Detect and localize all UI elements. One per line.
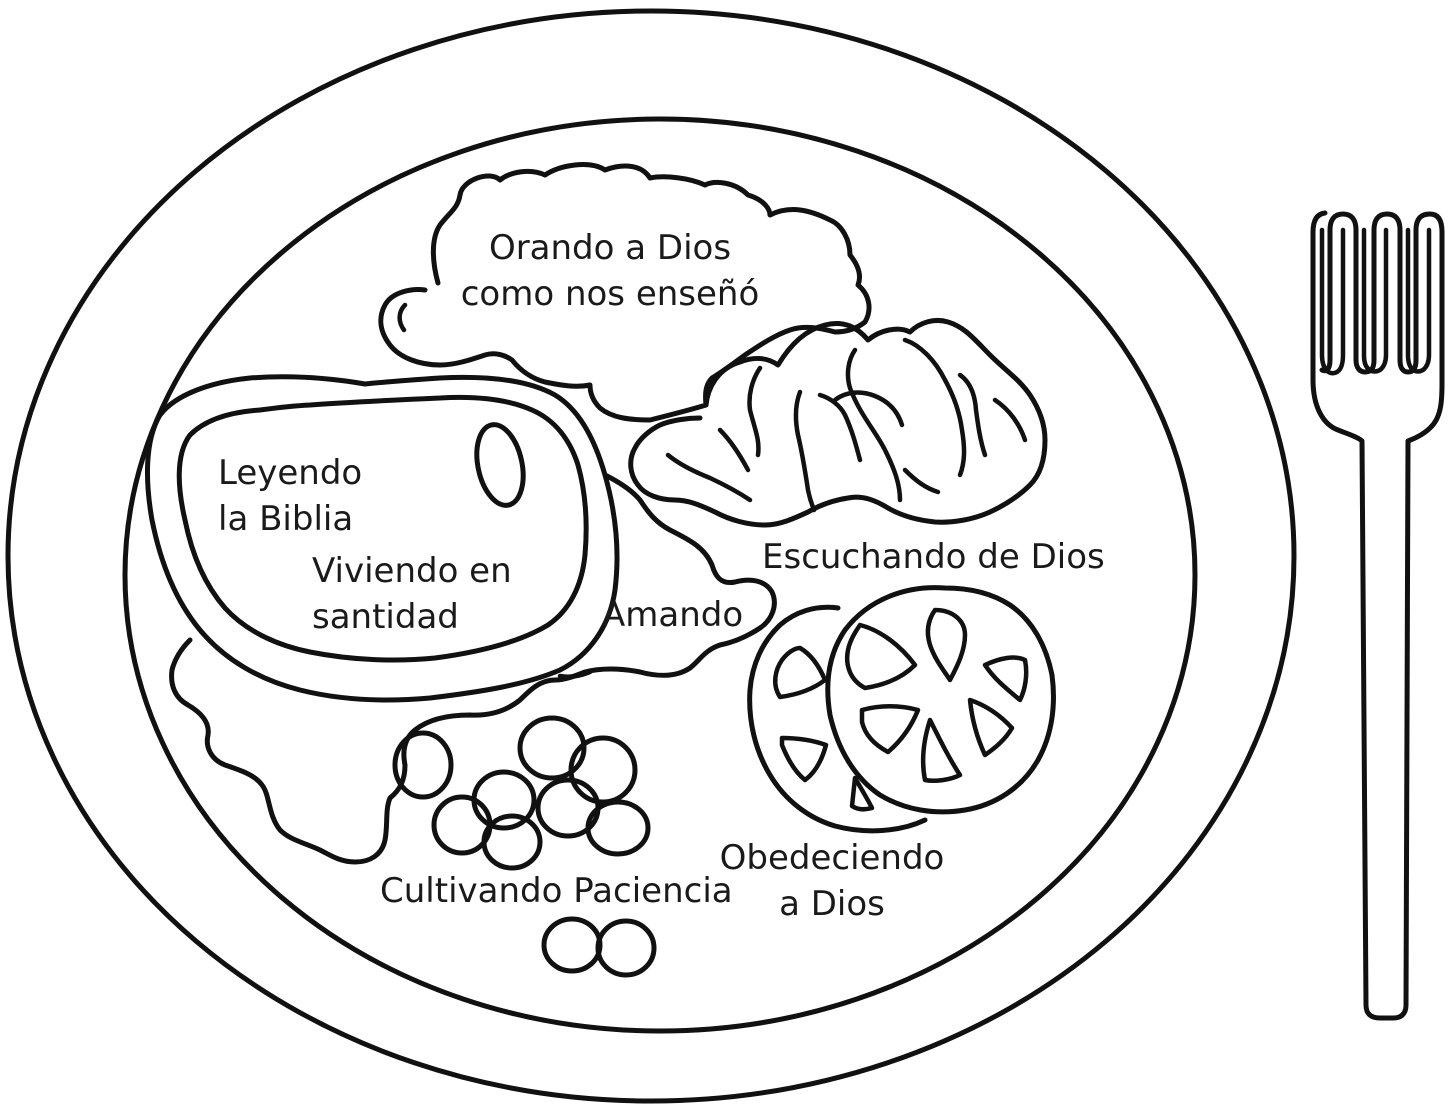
- holiness-label: Viviendo en santidad: [312, 548, 512, 640]
- holiness-label-line-1: Viviendo en: [312, 548, 512, 594]
- lettuce-icon: [631, 320, 1045, 525]
- holiness-label-line-2: santidad: [312, 594, 512, 640]
- listening-label: Escuchando de Dios: [762, 534, 1105, 580]
- loving-label: Amando: [602, 592, 743, 638]
- prayer-label-line-2: como nos enseñó: [445, 271, 775, 317]
- bible-label-line-2: la Biblia: [218, 496, 362, 542]
- obeying-label-line-2: a Dios: [712, 881, 952, 927]
- prayer-label-line-1: Orando a Dios: [445, 225, 775, 271]
- patience-label: Cultivando Paciencia: [380, 868, 733, 914]
- peas-icon: [395, 718, 654, 975]
- bible-label: Leyendo la Biblia: [218, 450, 362, 542]
- bible-label-line-1: Leyendo: [218, 450, 362, 496]
- prayer-label: Orando a Dios como nos enseñó: [445, 225, 775, 317]
- obeying-label: Obedeciendo a Dios: [712, 835, 952, 927]
- fork-icon: [1313, 213, 1442, 1018]
- orange-slices-icon: [750, 588, 1054, 831]
- obeying-label-line-1: Obedeciendo: [712, 835, 952, 881]
